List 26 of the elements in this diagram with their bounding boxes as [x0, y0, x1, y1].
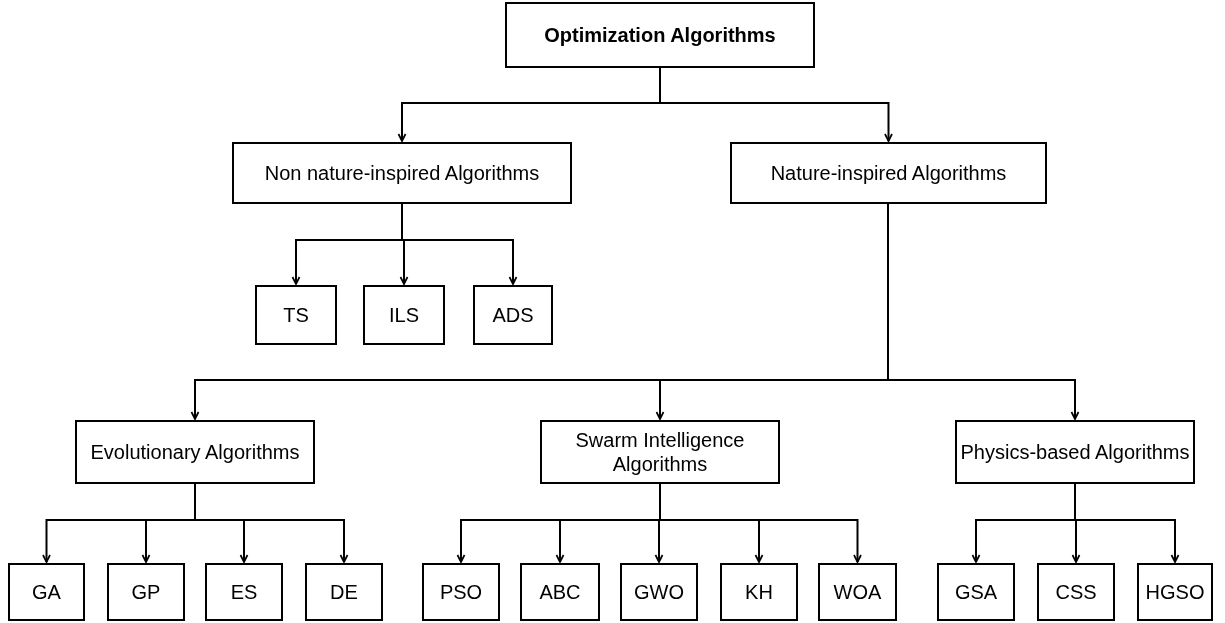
algorithm-box: ADS	[473, 285, 553, 345]
arrow	[194, 483, 349, 563]
algorithm-box: Swarm Intelligence Algorithms	[540, 420, 780, 484]
algorithm-box: WOA	[818, 563, 897, 621]
algorithm-box: ILS	[363, 285, 445, 345]
algorithm-box: CSS	[1037, 563, 1115, 621]
algorithm-box: GSA	[937, 563, 1015, 621]
algorithm-box: Physics-based Algorithms	[955, 420, 1195, 484]
algorithm-box: HGSO	[1137, 563, 1213, 621]
algorithm-box: Nature-inspired Algorithms	[730, 142, 1047, 204]
arrow	[659, 483, 862, 563]
algorithm-box: Evolutionary Algorithms	[75, 420, 315, 484]
algorithm-box: KH	[720, 563, 798, 621]
arrow	[659, 67, 893, 142]
algorithm-box: GWO	[620, 563, 698, 621]
algorithm-box: ABC	[520, 563, 600, 621]
algorithm-box: DE	[305, 563, 383, 621]
arrow	[401, 203, 518, 285]
arrow	[1074, 483, 1180, 563]
algorithm-box: ES	[205, 563, 283, 621]
algorithm-box: PSO	[422, 563, 500, 621]
algorithm-box: Optimization Algorithms	[505, 2, 815, 68]
algorithm-box: GA	[8, 563, 85, 621]
algorithm-box: Non nature-inspired Algorithms	[232, 142, 572, 204]
algorithm-box: GP	[107, 563, 185, 621]
algorithm-box: TS	[255, 285, 337, 345]
